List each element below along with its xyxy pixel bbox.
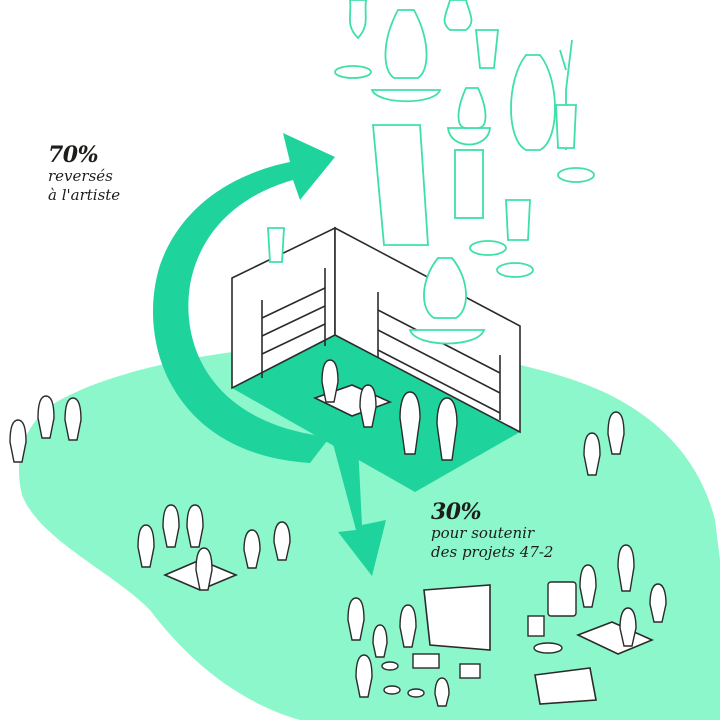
props xyxy=(381,581,577,698)
artist-share-line1: reversés xyxy=(48,167,113,185)
projects-share-percent: 30% xyxy=(431,499,482,525)
projects-share-label: 30% pour soutenir des projets 47-2 xyxy=(431,500,553,562)
artist-share-line2: à l'artiste xyxy=(48,186,121,204)
people xyxy=(9,359,667,707)
arrow-to-projects xyxy=(332,440,386,576)
arrow-to-artist xyxy=(152,133,335,463)
projects-share-line1: pour soutenir xyxy=(431,524,535,542)
artist-share-percent: 70% xyxy=(48,142,99,168)
artist-share-label: 70% reversés à l'artiste xyxy=(48,143,120,205)
projects-share-line2: des projets 47-2 xyxy=(431,543,554,561)
floating-artworks xyxy=(267,0,595,345)
